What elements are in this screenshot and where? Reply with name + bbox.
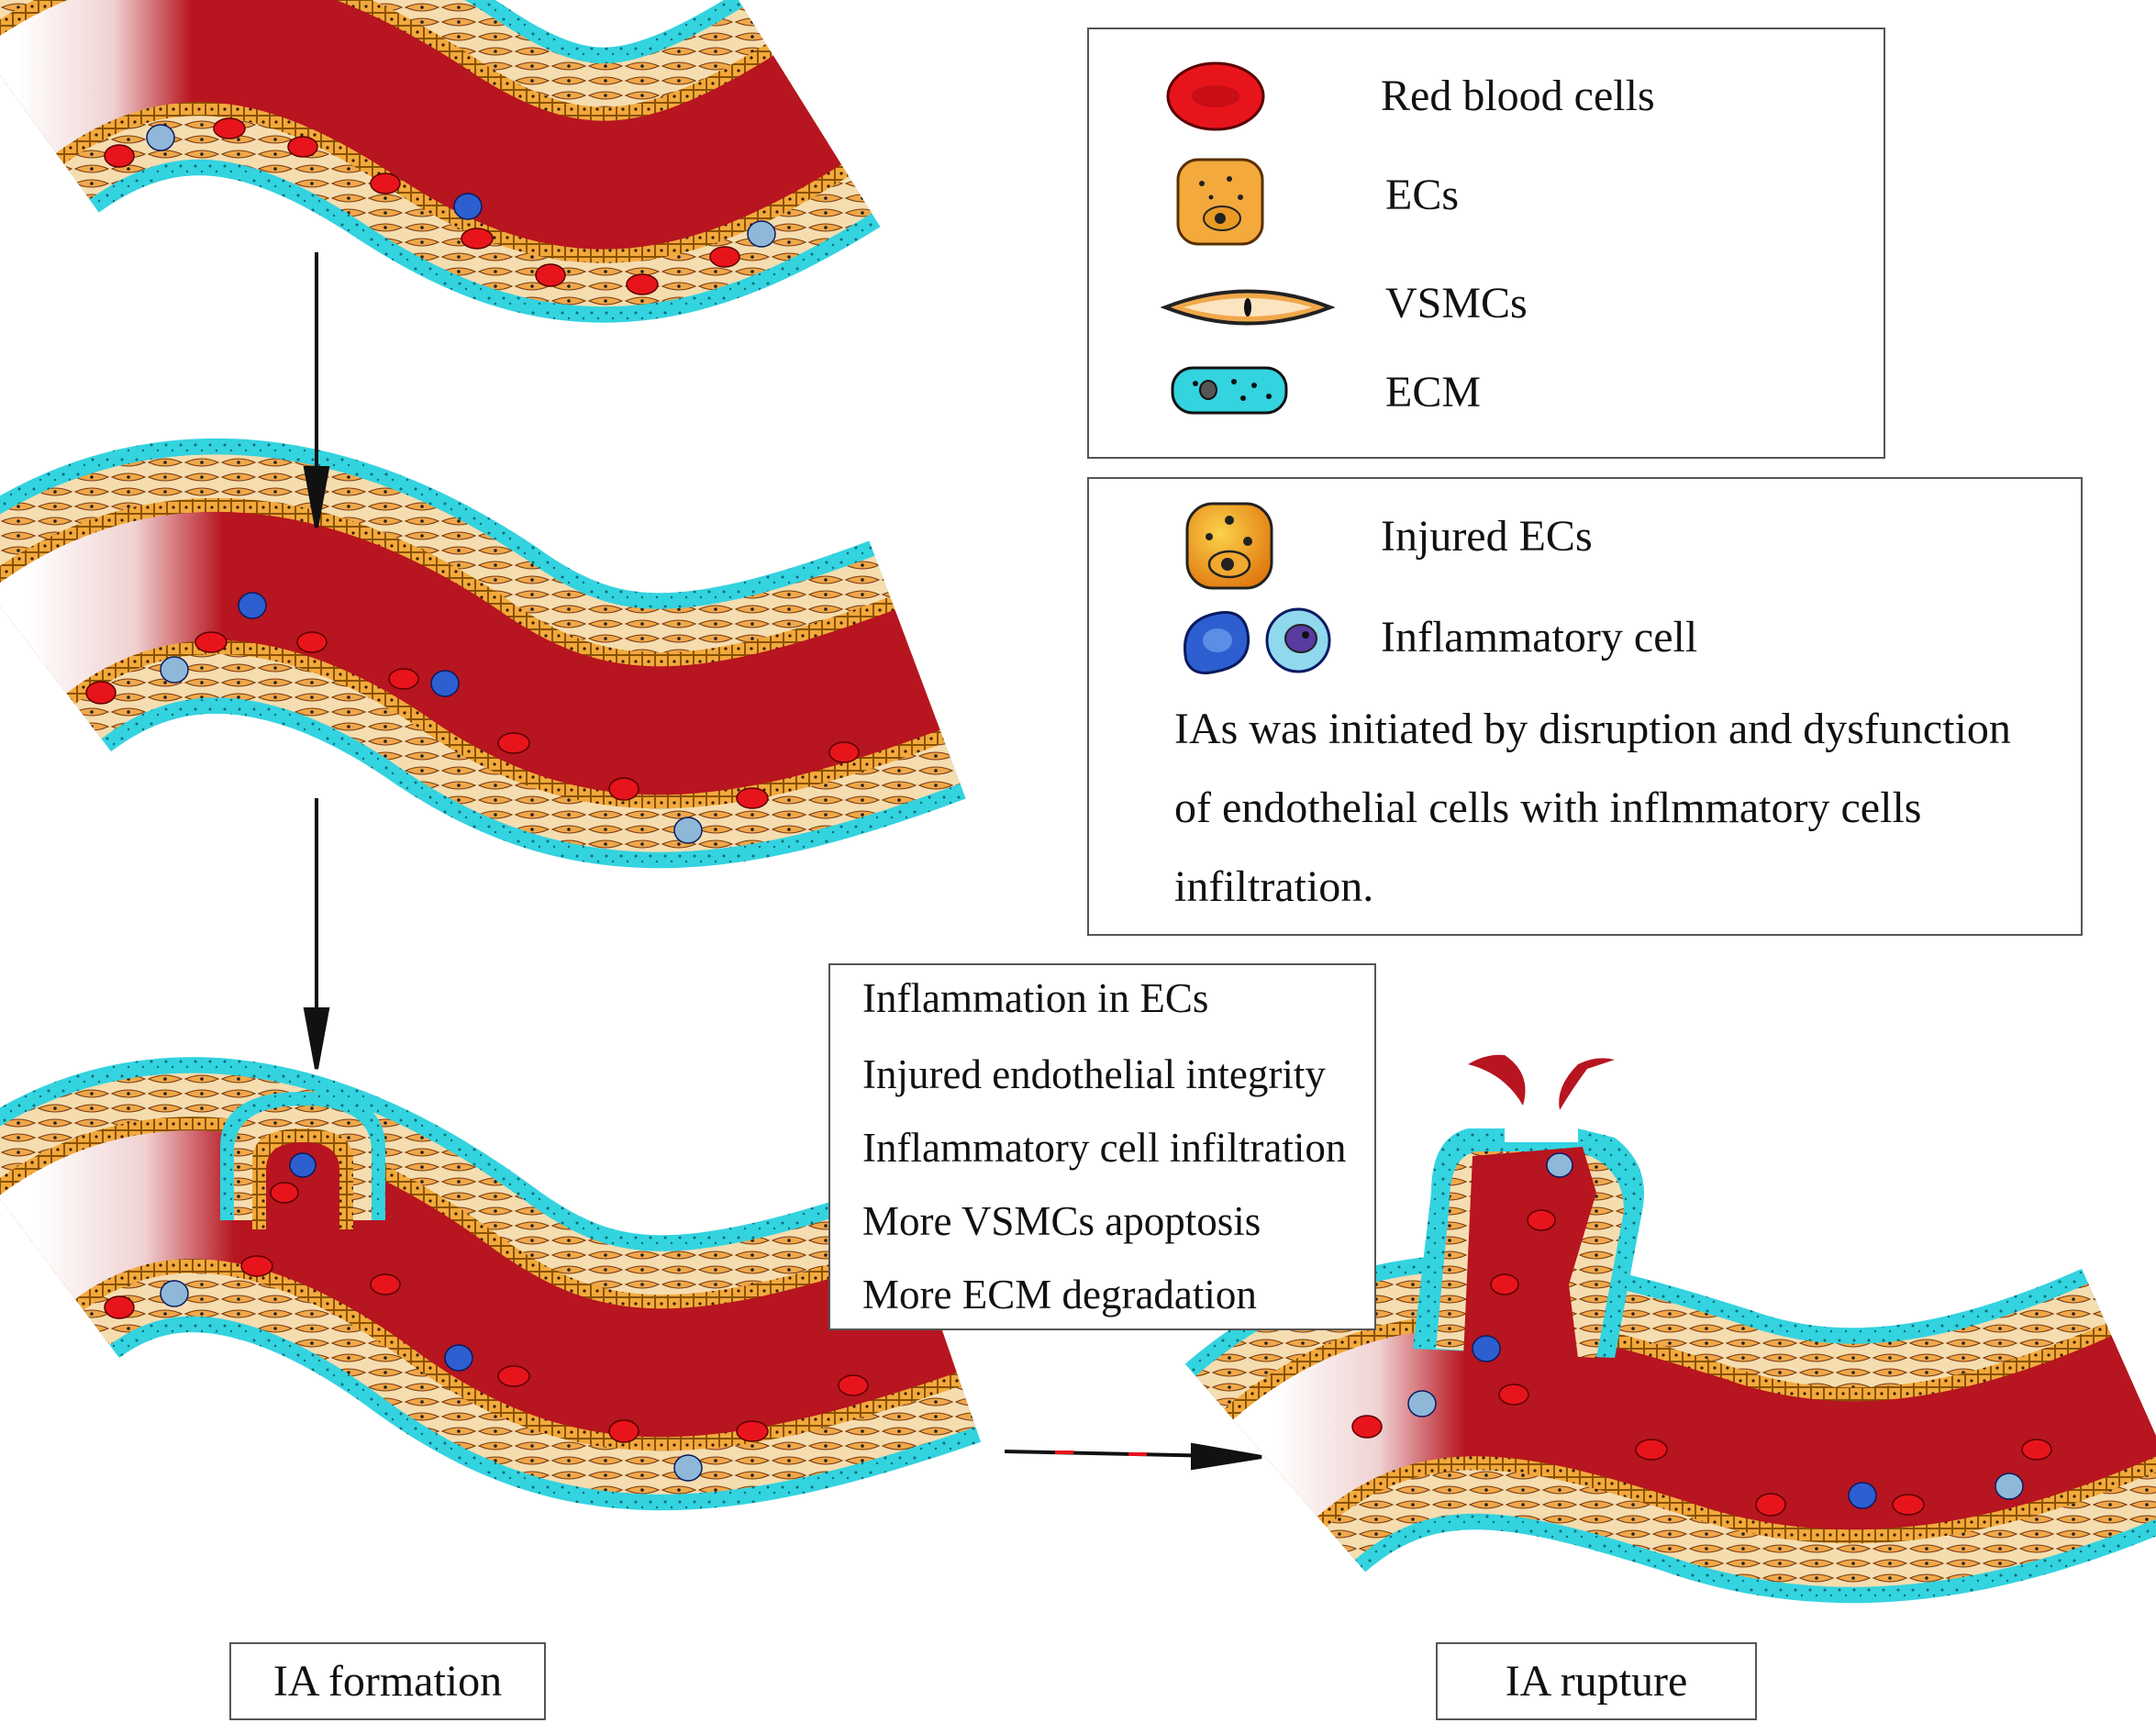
note-line: infiltration. bbox=[1174, 862, 1374, 911]
note-line: IAs was initiated by disruption and dysf… bbox=[1174, 705, 2011, 753]
legend-label-vsmcs: VSMCs bbox=[1385, 279, 1528, 328]
step-item: More VSMCs apoptosis bbox=[862, 1198, 1261, 1244]
progression-steps-box bbox=[828, 963, 1376, 1330]
caption-ia-rupture: IA rupture bbox=[1436, 1642, 1757, 1720]
red-blood-cell-icon bbox=[1166, 61, 1265, 131]
step-item: More ECM degradation bbox=[862, 1272, 1257, 1317]
caption-ia-formation: IA formation bbox=[229, 1642, 546, 1720]
ecm-icon bbox=[1171, 366, 1288, 415]
step-item: Inflammatory cell infiltration bbox=[862, 1125, 1347, 1171]
vessel-normal bbox=[0, 0, 881, 323]
inflammatory-cell-icon bbox=[1184, 607, 1331, 674]
legend-label-inflammatory-cell: Inflammatory cell bbox=[1381, 613, 1698, 661]
legend-label-injured-ecs: Injured ECs bbox=[1381, 512, 1593, 561]
step-item: Inflammation in ECs bbox=[862, 975, 1209, 1021]
vessel-injured bbox=[0, 438, 966, 869]
vsmc-icon bbox=[1161, 289, 1335, 326]
legend-label-rbc: Red blood cells bbox=[1381, 72, 1655, 120]
vessel-ia-formation bbox=[0, 1057, 982, 1511]
vessel-ia-rupture bbox=[1184, 1054, 2156, 1604]
progression-arrows bbox=[303, 252, 1262, 1471]
initiation-note: IAs was initiated by disruption and dysf… bbox=[1174, 690, 2073, 927]
injured-ec-icon bbox=[1185, 502, 1273, 590]
legend-label-ecs: ECs bbox=[1385, 171, 1460, 219]
legend-label-ecm: ECM bbox=[1385, 368, 1482, 417]
step-item: Injured endothelial integrity bbox=[862, 1051, 1326, 1097]
note-line: of endothelial cells with inflmmatory ce… bbox=[1174, 784, 1922, 832]
ec-icon bbox=[1176, 158, 1264, 246]
